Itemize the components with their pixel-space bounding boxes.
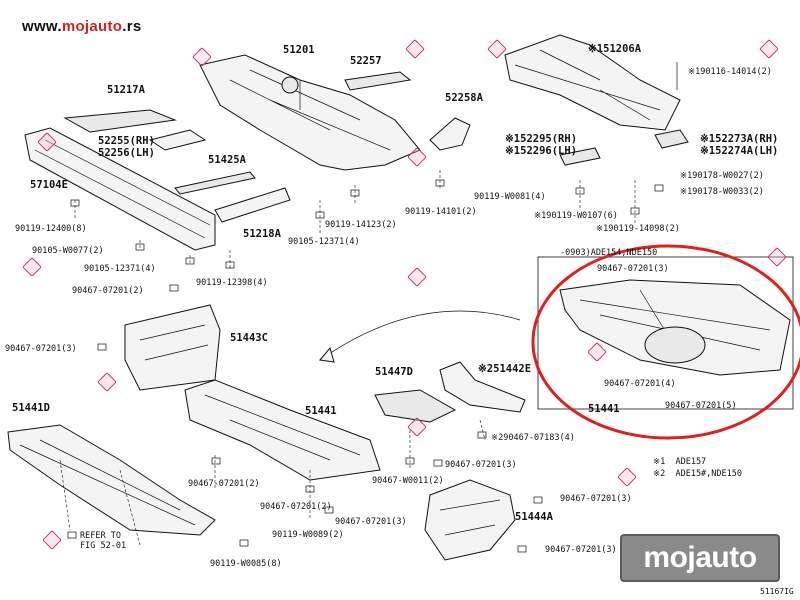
rear-subframe-151206a (504, 34, 681, 131)
label-90119-12400: 90119-12400(8) (15, 224, 87, 234)
cover-51447d (374, 389, 457, 423)
label-90467-07201-3-inset: 90467-07201(3) (597, 264, 669, 274)
mojauto-logo: mojauto (620, 534, 780, 582)
subframe-51201 (199, 54, 421, 171)
label-refer-2: FIG 52-01 (80, 541, 127, 551)
cover-51443c (124, 304, 221, 391)
inset-frame (537, 256, 794, 410)
label-90105-w0077: 90105-W0077(2) (32, 246, 104, 256)
label-90119-14123: 90119-14123(2) (325, 220, 397, 230)
label-90119-w0081: 90119-W0081(4) (474, 192, 546, 202)
cover-51444a (424, 479, 516, 561)
label-51425a: 51425A (208, 154, 246, 166)
label-152273a: ※152273A(RH) (700, 133, 779, 145)
part-51217a (63, 109, 177, 133)
bracket-152295 (559, 147, 601, 166)
label-90105-12371-left: 90105-12371(4) (84, 264, 156, 274)
front-crossmember-57104e (24, 127, 216, 251)
label-refer-1: REFER TO (80, 531, 121, 541)
footnote-1: ※1 ADE157 (653, 457, 707, 467)
label-57104e: 57104E (30, 179, 68, 191)
label-190119-14098: ※190119-14098(2) (596, 224, 680, 234)
highlight-ellipse (531, 244, 800, 440)
label-90467-07201-4: 90467-07201(4) (604, 379, 676, 389)
figure-id: 51167IG (760, 587, 794, 596)
part-51425a (174, 171, 256, 195)
label-190116: ※190116-14014(2) (688, 67, 772, 77)
label-190178-w0027: ※190178-W0027(2) (680, 171, 764, 181)
label-152295: ※152295(RH) (505, 133, 578, 145)
label-90119-w0089: 90119-W0089(2) (272, 530, 344, 540)
cover-51441d (7, 424, 216, 536)
label-90119-14101: 90119-14101(2) (405, 207, 477, 217)
footnote-2: ※2 ADE15#,NDE150 (653, 469, 743, 479)
cover-251442e (439, 361, 526, 413)
label-51441d: 51441D (12, 402, 50, 414)
label-inset-note: -0903)ADE154,NDE150 (560, 248, 658, 258)
label-90119-w0085: 90119-W0085(8) (210, 559, 282, 569)
label-152274a: ※152274A(LH) (700, 145, 779, 157)
label-90467-07201-2-bottom: 90467-07201(2) (188, 479, 260, 489)
label-190119-w0107: ※190119-W0107(6) (534, 211, 618, 221)
label-51447d: 51447D (375, 366, 413, 378)
label-90119-12398: 90119-12398(4) (196, 278, 268, 288)
label-51444a: 51444A (515, 511, 553, 523)
label-190178-w0033: ※190178-W0033(2) (680, 187, 764, 197)
label-51201: 51201 (283, 44, 315, 56)
label-90467-07201-3-left: 90467-07201(3) (5, 344, 77, 354)
label-51218a: 51218A (243, 228, 281, 240)
bracket-52255 (148, 129, 207, 151)
label-90467-07201-2-mid: 90467-07201(2) (260, 502, 332, 512)
label-51441: 51441 (305, 405, 337, 417)
label-290467-07183: ※290467-07183(4) (491, 433, 575, 443)
label-52257: 52257 (350, 55, 382, 67)
label-90467-07201-3-mid: 90467-07201(3) (445, 460, 517, 470)
label-251442e: ※251442E (478, 363, 532, 375)
label-52258a: 52258A (445, 92, 483, 104)
label-51217a: 51217A (107, 84, 145, 96)
label-90105-12371-right: 90105-12371(4) (288, 237, 360, 247)
label-151206a: ※151206A (588, 43, 642, 55)
part-51218a (214, 187, 291, 223)
label-90467-07201-3-bottom: 90467-07201(3) (335, 517, 407, 527)
label-52255: 52255(RH) (98, 135, 155, 147)
label-90467-w0011: 90467-W0011(2) (372, 476, 444, 486)
label-90467-07201-5: 90467-07201(5) (665, 401, 737, 411)
label-51443c: 51443C (230, 332, 268, 344)
label-90467-07201-3-lower: 90467-07201(3) (545, 545, 617, 555)
label-52256: 52256(LH) (98, 147, 155, 159)
part-52257 (344, 71, 412, 91)
site-url: www.mojauto.rs (22, 18, 142, 35)
label-152296: ※152296(LH) (505, 145, 578, 157)
bracket-152273a (654, 129, 689, 149)
label-51441-inset: 51441 (588, 403, 620, 415)
bracket-52258a (429, 117, 471, 151)
label-90467-07201-2-top: 90467-07201(2) (72, 286, 144, 296)
bolt-markers (67, 179, 664, 553)
label-90467-07201-3-right: 90467-07201(3) (560, 494, 632, 504)
undercover-51441 (184, 379, 381, 481)
